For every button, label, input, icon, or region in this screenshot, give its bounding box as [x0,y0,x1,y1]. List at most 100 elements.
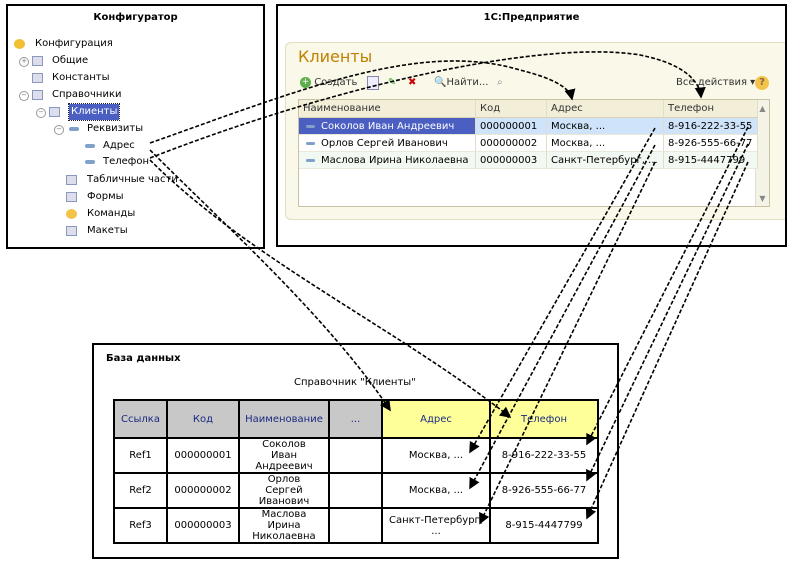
db-cell: Маслова Ирина Николаевна [238,507,330,544]
attribute-icon [85,144,95,148]
tabular-sections-icon [66,175,77,185]
common-icon [32,56,43,66]
find-button[interactable]: 🔍Найти... [434,76,488,90]
catalog-icon [49,107,60,117]
db-cell [328,507,383,544]
forms-icon [66,192,77,202]
db-cell [328,472,383,509]
db-cell: Соколов Иван Андреевич [238,437,330,474]
tree-item-label: Справочники [52,89,122,100]
configuration-icon [14,39,25,49]
db-cell: Ref3 [113,507,168,544]
grid-cell[interactable]: Маслова Ирина Николаевна [299,152,476,169]
plus-icon: + [300,76,311,88]
grid-cell[interactable]: 8-915-4447799 [664,152,758,169]
db-header-cell: Телефон [489,399,599,439]
grid-cell[interactable]: Москва, ... [547,135,664,152]
tree-item-label: Реквизиты [87,123,144,134]
db-cell: Ref1 [113,437,168,474]
cell-text: 8-915-4447799 [668,155,746,166]
delete-icon[interactable]: ✖ [408,77,417,88]
tree-item-label: Табличные части [87,174,178,185]
db-header-cell: ... [328,399,383,439]
tree-item-label: Константы [52,72,110,83]
db-cell: 000000001 [166,437,240,474]
database-caption: Справочник "Клиенты" [294,377,416,388]
grid-cell[interactable]: Соколов Иван Андреевич [299,118,476,135]
grid-cell[interactable]: 000000001 [476,118,547,135]
help-button[interactable]: ? [755,76,769,90]
expander-icon[interactable]: − [19,91,29,101]
grid-header-cell[interactable]: Код [476,100,547,118]
db-header-cell: Адрес [381,399,491,439]
item-icon [306,125,315,128]
db-cell: Москва, ... [381,437,491,474]
db-cell: Санкт-Петербург, ... [381,507,491,544]
templates-icon [66,226,77,236]
db-header-cell: Код [166,399,240,439]
grid-cell[interactable]: 8-916-222-33-55 [664,118,758,135]
cell-text: 000000003 [480,155,538,166]
tree-item-label: Формы [87,191,124,202]
create-label: Создать [314,77,358,88]
item-icon [306,159,315,162]
enterprise-title: 1С:Предприятие [483,12,580,23]
constants-icon [32,73,43,83]
catalogs-icon [32,90,43,100]
cell-text: Санкт-Петербург, ... [551,155,658,166]
expander-icon[interactable]: − [54,125,64,135]
edit-icon[interactable]: ✎ [388,77,397,88]
expander-icon[interactable]: − [36,108,46,118]
db-cell: 8-926-555-66-77 [489,472,599,509]
grid-header-cell[interactable]: Адрес [547,100,664,118]
grid-cell[interactable]: Санкт-Петербург, ... [547,152,664,169]
database-title: База данных [106,353,181,364]
grid-cell[interactable]: 8-926-555-66-77 [664,135,758,152]
search-icon: 🔍 [434,77,447,88]
db-cell: Ref2 [113,472,168,509]
grid-cell[interactable]: 000000002 [476,135,547,152]
commands-icon [66,209,77,219]
cancel-search-icon[interactable]: ⌕ [497,77,503,88]
grid-cell[interactable]: Орлов Сергей Иванович [299,135,476,152]
tree-item-label: Общие [52,55,89,66]
find-label: Найти... [446,77,489,88]
all-actions-button[interactable]: Все действия ▾ [676,77,756,88]
grid-cell[interactable]: 000000003 [476,152,547,169]
grid-header-cell[interactable]: Телефон [664,100,758,118]
tree-item-label: Адрес [103,140,135,151]
tree-item-label: Макеты [87,225,128,236]
cell-text: Соколов Иван Андреевич [321,121,455,132]
grid-header-cell[interactable]: Наименование [299,100,476,118]
db-cell: 000000003 [166,507,240,544]
cell-text: Москва, ... [551,121,606,132]
grid-cell[interactable]: Москва, ... [547,118,664,135]
item-icon [306,142,315,145]
db-cell: 8-915-4447799 [489,507,599,544]
cell-text: Маслова Ирина Николаевна [321,155,469,166]
scroll-up-icon[interactable]: ▲ [759,104,766,113]
form-title: Клиенты [298,47,373,66]
db-cell [328,437,383,474]
db-cell: Москва, ... [381,472,491,509]
create-button[interactable]: + Создать [300,76,357,90]
db-cell: 8-916-222-33-55 [489,437,599,474]
cell-text: 8-916-222-33-55 [668,121,753,132]
cell-text: 000000001 [480,121,538,132]
expander-icon[interactable]: + [19,57,29,67]
tree-item-label: Команды [87,208,136,219]
tree-item-label: Телефон [103,156,150,167]
tree-item-label: Клиенты [67,103,121,121]
cell-text: 000000002 [480,138,538,149]
cell-text: 8-926-555-66-77 [668,138,753,149]
configurator-title: Конфигуратор [93,12,178,23]
attributes-icon [69,127,79,131]
copy-icon[interactable] [367,76,379,90]
scroll-down-icon[interactable]: ▼ [759,194,766,203]
attribute-icon [85,160,95,164]
